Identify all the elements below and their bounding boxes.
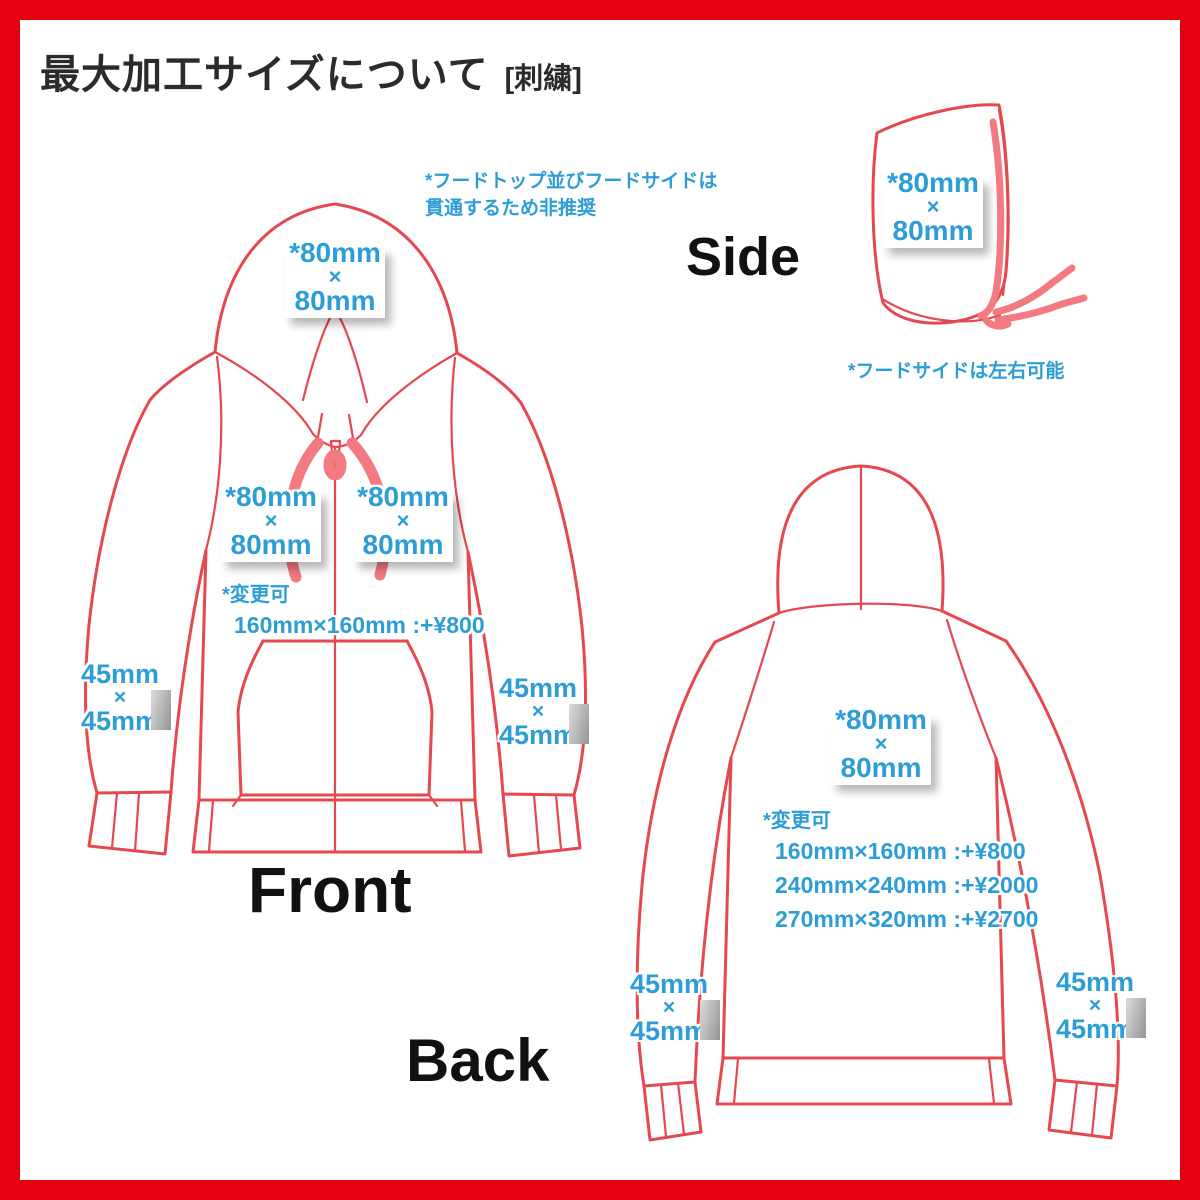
size-label-front-chest-right: *80mm×80mm [353,482,453,562]
size-width-text: 45mm [80,659,160,689]
stitch-area-swatch [151,690,171,730]
size-height-text: 80mm [362,529,444,560]
front-hoodie-drawing [84,202,587,858]
size-times-text: × [113,686,127,709]
size-height-text: 80mm [892,215,974,246]
back-hoodie-drawing [635,464,1120,1142]
size-width-text: *80mm [887,167,979,198]
change-option: 160mm×160mm :+¥800 [234,612,485,638]
size-width-text: 45mm [498,673,578,703]
size-times-text: × [926,194,940,219]
page-title-method-tag: [刺繍] [504,63,582,95]
size-width-text: *80mm [225,481,317,512]
size-label-front-right-sleeve: 45mm × 45mm [483,674,593,749]
back-change-options: *変更可 160mm×160mm :+¥800 240mm×240mm :+¥2… [763,808,1038,936]
size-label-side-hood: *80mm×80mm [883,168,983,248]
size-times-text: × [531,700,545,723]
size-height-text: 45mm [1055,1014,1135,1044]
size-height-text: 45mm [80,706,160,736]
size-times-text: × [396,508,410,533]
change-option: 270mm×320mm :+¥2700 [775,906,1039,932]
size-times-text: × [328,264,342,289]
hood-warning-note: *フードトップ並びフードサイドは 貫通するため非推奨 [425,168,717,222]
size-height-text: 80mm [840,752,922,783]
change-heading: *変更可 [222,584,290,606]
stitch-area-swatch [1126,998,1146,1038]
stitch-area-swatch [700,1000,720,1040]
hood-warning-line1: *フードトップ並びフードサイドは [425,171,718,192]
change-option: 160mm×160mm :+¥800 [775,838,1026,864]
front-change-options: *変更可 160mm×160mm :+¥800 [222,582,485,642]
view-label-front: Front [248,854,412,926]
size-width-text: 45mm [1055,967,1135,997]
size-label-back-left-sleeve: 45mm × 45mm [614,970,724,1045]
size-height-text: 45mm [498,720,578,750]
view-label-back: Back [406,1027,550,1094]
size-width-text: *80mm [835,704,927,735]
size-width-text: *80mm [357,481,449,512]
side-drawcord-2 [994,294,1088,324]
side-option-note: *フードサイドは左右可能 [848,361,1065,382]
stitch-area-swatch [569,704,589,744]
size-label-front-left-sleeve: 45mm × 45mm [65,660,175,735]
side-hood-face-edge [977,118,1005,320]
side-hood-drawing [871,103,1088,330]
size-times-text: × [874,731,888,756]
page-title: 最大加工サイズについて [刺繍] [40,42,582,100]
size-label-back-center: *80mm×80mm [831,705,931,785]
size-height-text: 80mm [294,285,376,316]
size-label-back-right-sleeve: 45mm × 45mm [1040,968,1150,1043]
size-times-text: × [662,996,676,1019]
size-width-text: *80mm [289,237,381,268]
size-times-text: × [1088,994,1102,1017]
hood-warning-line2: 貫通するため非推奨 [425,198,597,219]
size-height-text: 80mm [230,529,312,560]
size-height-text: 45mm [629,1016,709,1046]
change-heading: *変更可 [763,810,831,832]
size-label-front-chest-left: *80mm×80mm [221,482,321,562]
view-label-side: Side [686,227,801,287]
page-title-text: 最大加工サイズについて [40,53,489,97]
size-times-text: × [264,508,278,533]
side-drawcord-1 [992,264,1076,316]
size-label-front-hood: *80mm×80mm [285,238,385,318]
size-width-text: 45mm [629,969,709,999]
change-option: 240mm×240mm :+¥2000 [775,872,1039,898]
